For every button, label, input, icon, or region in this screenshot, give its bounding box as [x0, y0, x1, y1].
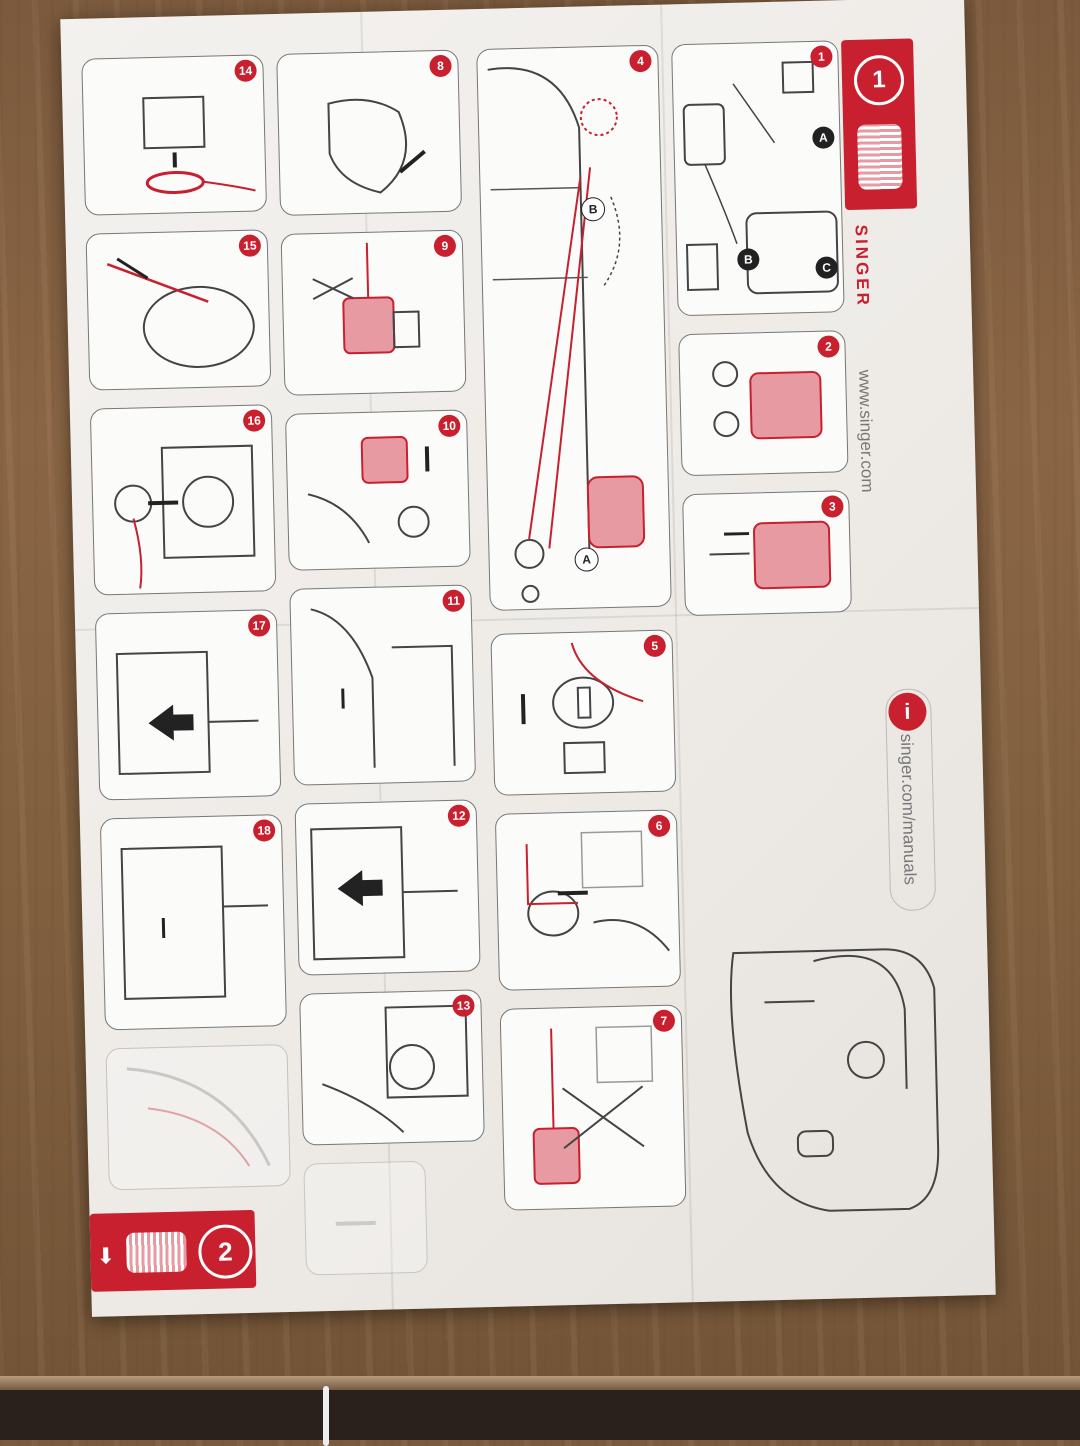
step-5-panel: 5: [490, 629, 677, 796]
brand-logo: SINGER: [851, 224, 873, 309]
step-13-panel: 13: [299, 989, 485, 1146]
step-3-panel: 3: [682, 490, 852, 617]
arrow-down-icon: ⬇: [96, 1243, 116, 1269]
section-2-tab: 2 ⬇: [89, 1209, 257, 1292]
section-number: 1: [853, 54, 905, 106]
step-2-panel: 2: [678, 330, 849, 477]
step-8-panel: 8: [276, 49, 463, 216]
step-14-panel: 14: [81, 54, 268, 216]
white-cable: [323, 1386, 329, 1446]
bobbin-icon: [125, 1231, 187, 1273]
step-9-panel: 9: [280, 229, 467, 396]
step-1-panel: 1 A B C: [671, 40, 845, 317]
step-7-panel: 7: [499, 1004, 687, 1211]
section-number: 2: [197, 1223, 254, 1280]
step-11-panel: 11: [289, 584, 477, 786]
step-17-panel: 17: [94, 609, 282, 801]
step-12-panel: 12: [294, 799, 481, 976]
bobbin-icon: [857, 123, 903, 190]
step-16-panel: 16: [89, 404, 277, 596]
step-18-panel: 18: [99, 814, 287, 1031]
step-4-panel: 4 A B: [476, 44, 672, 611]
website-link[interactable]: www.singer.com: [855, 369, 878, 493]
instruction-sheet: 14 15 16 17 18 2 ⬇ 8 9 10 11 12: [60, 0, 996, 1317]
floor-shadow: [0, 1390, 1080, 1440]
section-1-tab: 1: [841, 38, 918, 211]
step-faded-panel: [105, 1043, 291, 1191]
step-6-panel: 6: [494, 809, 682, 991]
step-15-panel: 15: [85, 229, 272, 391]
step-faded-panel: [303, 1160, 429, 1276]
step-10-panel: 10: [284, 409, 471, 571]
manuals-link[interactable]: singer.com/manuals: [896, 733, 920, 886]
sewing-machine-illustration: [703, 928, 960, 1234]
table-edge: [0, 1376, 1080, 1392]
